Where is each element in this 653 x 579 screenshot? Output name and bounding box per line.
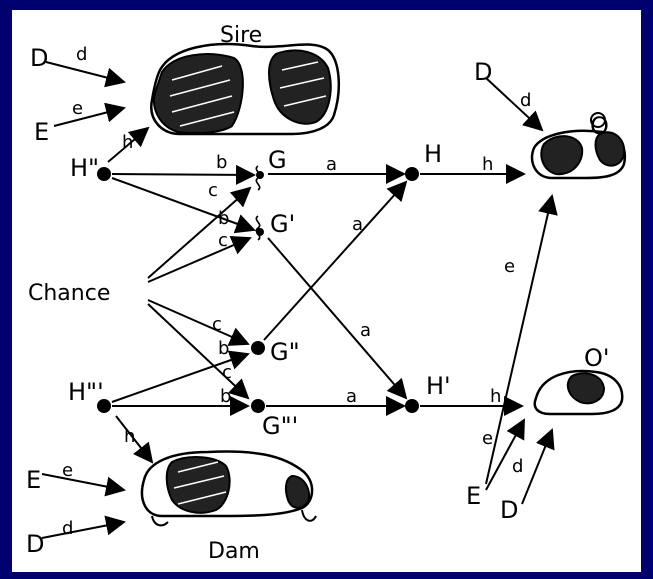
g-squiggle xyxy=(255,165,261,191)
path-diagram-panel: Sire Dam Chance H" H"' G G' G" G"' H H' … xyxy=(12,10,641,572)
coef-d-o: d xyxy=(520,90,531,111)
h-dot xyxy=(405,167,419,181)
coef-b-g1: b xyxy=(218,208,229,229)
h1-label: H' xyxy=(426,372,451,400)
d-o-label: D xyxy=(474,58,492,86)
coef-a-g-h: a xyxy=(326,154,337,175)
h-sire-label: H" xyxy=(70,154,99,182)
coef-a-g3-h1: a xyxy=(346,386,357,407)
sire-label: Sire xyxy=(220,23,262,48)
o1-label: O' xyxy=(584,344,610,372)
coef-c-g: c xyxy=(208,180,218,201)
h-sire-dot xyxy=(97,167,111,181)
coef-e-o: e xyxy=(504,256,515,277)
d-dam-label: D xyxy=(26,530,44,558)
dam-guinea-pig-icon xyxy=(140,450,317,527)
e-dam-label: E xyxy=(26,466,41,494)
dam-label: Dam xyxy=(208,539,260,564)
coef-c-g3: c xyxy=(222,362,232,383)
coef-d-o1: d xyxy=(512,456,523,477)
h-dam-label: H"' xyxy=(68,378,104,406)
e-right-label: E xyxy=(466,482,481,510)
path-diagram: Sire Dam Chance H" H"' G G' G" G"' H H' … xyxy=(26,23,627,564)
coef-e-sire: e xyxy=(72,98,83,119)
coef-b-g: b xyxy=(216,152,227,173)
coef-b-g3: b xyxy=(220,386,231,407)
coef-c-g1: c xyxy=(218,230,228,251)
coef-h-sire: h xyxy=(122,132,133,153)
g3-label: G"' xyxy=(262,412,298,440)
g3-dot xyxy=(251,399,265,413)
offspring-o-prime-guinea-pig-icon xyxy=(533,369,624,416)
coef-e-o1: e xyxy=(482,428,493,449)
coef-a-g2-h: a xyxy=(352,214,363,235)
chance-label: Chance xyxy=(28,281,110,306)
coef-b-g2: b xyxy=(218,338,229,359)
g2-label: G" xyxy=(270,338,300,366)
g2-dot xyxy=(251,341,265,355)
h-label: H xyxy=(424,140,442,168)
coef-h-dam: h xyxy=(124,426,135,447)
coef-d-dam: d xyxy=(62,518,73,539)
g-label: G xyxy=(268,146,287,174)
h-dam-dot xyxy=(97,399,111,413)
path-coefficient-labels: d e h b c b c c b c b h e d a a a a h h xyxy=(62,44,531,539)
o-label: O xyxy=(590,112,609,140)
d-sire-label: D xyxy=(30,44,48,72)
e-sire-label: E xyxy=(34,118,49,146)
coef-a-g1-h1: a xyxy=(360,320,371,341)
h1-dot xyxy=(405,399,419,413)
g1-label: G' xyxy=(270,210,295,238)
coef-h-o1: h xyxy=(490,386,501,407)
coef-d-sire: d xyxy=(76,44,87,65)
coef-c-g2: c xyxy=(212,314,222,335)
coef-h-o: h xyxy=(482,154,493,175)
node-dots xyxy=(97,167,419,413)
g1-squiggle xyxy=(255,215,261,241)
d-right-bottom-label: D xyxy=(500,496,518,524)
offspring-o-guinea-pig-icon xyxy=(530,112,627,180)
sire-guinea-pig-icon xyxy=(150,42,340,136)
path-arrows xyxy=(41,61,558,539)
coef-e-dam: e xyxy=(62,460,73,481)
